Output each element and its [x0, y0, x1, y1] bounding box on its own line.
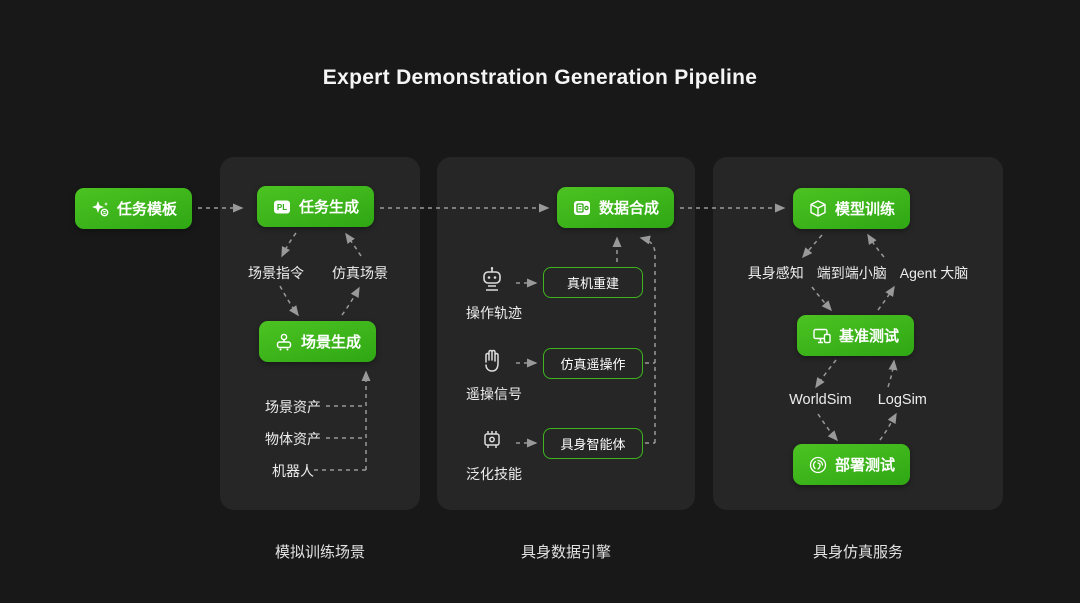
task-generation-node: PL 任务生成	[257, 186, 375, 227]
task-template-label: 任务模板	[117, 201, 178, 218]
data-synthesis-label: 数据合成	[599, 200, 660, 217]
data-synthesis-node: 数据合成	[557, 187, 675, 228]
asset-robot-label: 机器人	[272, 463, 314, 479]
benchmark-testing-label: 基准测试	[839, 328, 900, 345]
sim-scene-label: 仿真场景	[332, 265, 388, 281]
glove-icon	[477, 346, 507, 376]
robot-platform-icon	[274, 332, 294, 352]
robot-icon	[477, 265, 507, 295]
sim-teleoperation-box: 仿真遥操作	[543, 348, 643, 379]
real-machine-reconstruction-box: 真机重建	[543, 267, 643, 298]
fingerprint-icon	[808, 455, 828, 475]
brain-labels-row: 具身感知 端到端小脑 Agent 大脑	[713, 263, 1003, 283]
caption-simulated-training-scenes: 模拟训练场景	[274, 544, 365, 561]
scene-generation-node: 场景生成	[259, 321, 377, 362]
caption-embodied-data-engine: 具身数据引擎	[520, 544, 611, 561]
deployment-testing-node: 部署测试	[793, 444, 911, 485]
asset-scene-label: 场景资产	[265, 399, 321, 415]
panel-embodied-data-engine: 数据合成 操作轨迹 真机重建 遥操信号 仿真遥操作	[437, 157, 695, 510]
model-training-node: 模型训练	[793, 188, 911, 229]
agent-brain-label: Agent 大脑	[899, 265, 969, 281]
embodied-perception-label: 具身感知	[747, 265, 804, 281]
teleoperation-signal-label: 遥操信号	[466, 386, 522, 402]
panel-simulated-training-scenes: PL 任务生成 场景指令 仿真场景 场景生成 场景资产 物体资产 机器人	[220, 157, 420, 510]
skill-chip-icon	[477, 426, 507, 456]
cube-icon	[808, 199, 828, 219]
task-generation-label: 任务生成	[299, 199, 360, 216]
deployment-testing-label: 部署测试	[835, 457, 896, 474]
diagram-title: Expert Demonstration Generation Pipeline	[322, 66, 758, 89]
operation-trajectory-label: 操作轨迹	[466, 305, 522, 321]
sparkle-coin-icon	[90, 199, 110, 219]
pl-badge-icon: PL	[272, 197, 292, 217]
embodied-agent-box: 具身智能体	[543, 428, 643, 459]
end-to-end-cerebellum-label: 端到端小脑	[816, 265, 887, 281]
panel-embodied-simulation-services: 模型训练 具身感知 端到端小脑 Agent 大脑 基准测试 WorldSim L…	[713, 157, 1003, 510]
recorder-badge-icon	[572, 198, 592, 218]
logsim-label: LogSim	[877, 392, 927, 408]
sim-labels-row: WorldSim LogSim	[713, 392, 1003, 408]
model-training-label: 模型训练	[835, 201, 896, 218]
monitor-icon	[812, 326, 832, 346]
caption-embodied-simulation-services: 具身仿真服务	[812, 544, 903, 561]
asset-object-label: 物体资产	[265, 431, 321, 447]
task-template-node: 任务模板	[75, 188, 193, 229]
worldsim-label: WorldSim	[789, 392, 852, 408]
scene-generation-label: 场景生成	[301, 334, 362, 351]
svg-text:PL: PL	[277, 203, 287, 212]
scene-instruction-label: 场景指令	[248, 265, 304, 281]
generalized-skill-label: 泛化技能	[466, 466, 522, 482]
benchmark-testing-node: 基准测试	[797, 315, 915, 356]
